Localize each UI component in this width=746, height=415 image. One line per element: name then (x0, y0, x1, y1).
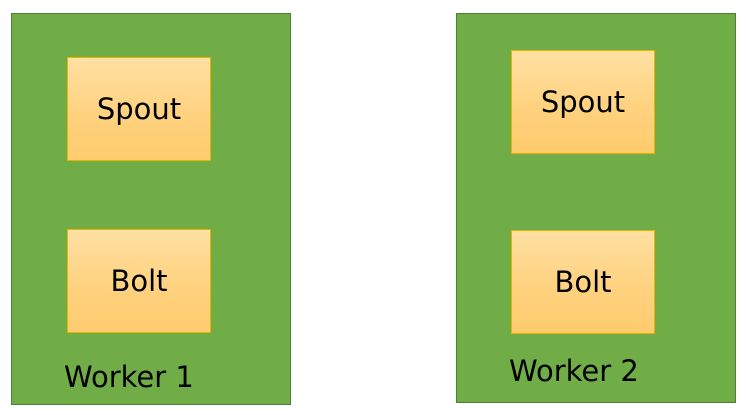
spout-box: Spout (511, 50, 655, 154)
bolt-box: Bolt (67, 229, 211, 333)
bolt-box: Bolt (511, 230, 655, 334)
spout-box: Spout (67, 57, 211, 161)
worker-label: Worker 1 (64, 360, 194, 394)
worker-2-container: Spout Bolt Worker 2 (456, 13, 736, 403)
spout-label: Spout (540, 85, 626, 119)
worker-label: Worker 2 (509, 354, 639, 388)
bolt-label: Bolt (554, 265, 612, 299)
worker-1-container: Spout Bolt Worker 1 (11, 13, 291, 405)
spout-label: Spout (96, 92, 182, 126)
bolt-label: Bolt (110, 264, 168, 298)
